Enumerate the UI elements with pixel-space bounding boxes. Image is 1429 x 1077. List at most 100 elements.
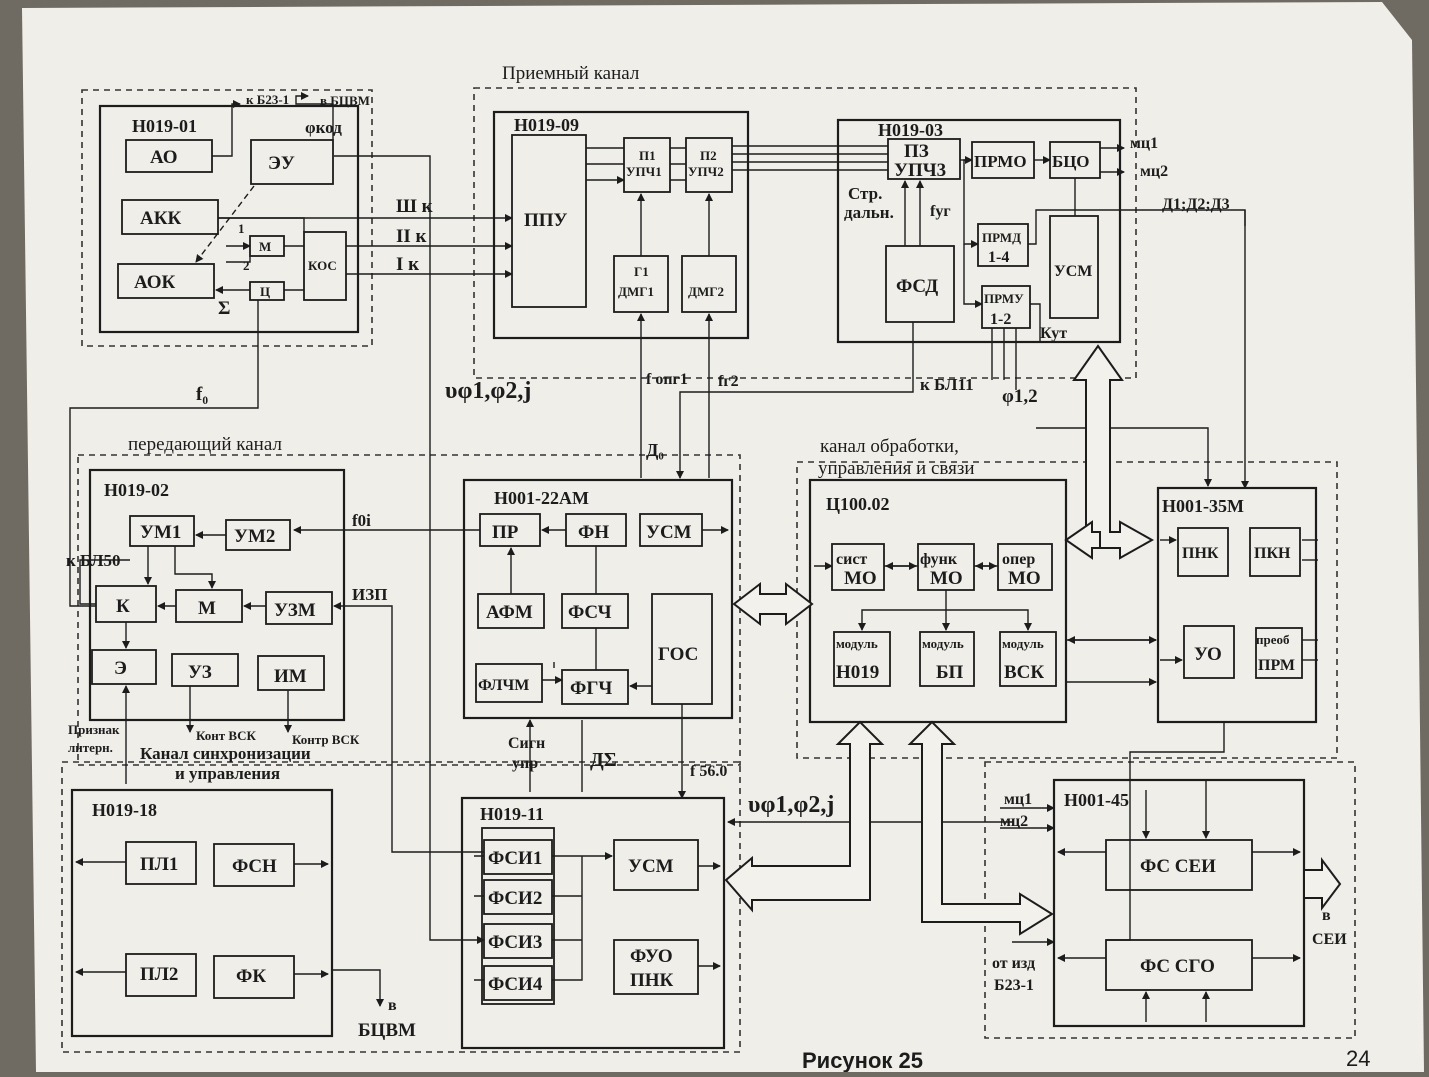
usm-03-box	[1049, 215, 1099, 319]
fug-label: fуг	[930, 203, 951, 220]
block-h019-01: Н019-01 АО ЭУ φкод АКК АОК М Ц КОС 1 2 Σ	[98, 92, 360, 334]
fs-sgo-label: ФС СГО	[1140, 956, 1215, 977]
fsi3-label: ФСИ3	[488, 932, 542, 953]
preob-prm-label-1: преоб	[1256, 632, 1290, 647]
fsi1-label: ФСИ1	[488, 848, 542, 869]
page-number: 24	[1346, 1046, 1370, 1071]
kos-label: КОС	[308, 258, 337, 273]
d-sigma-label: ДΣ	[590, 749, 617, 771]
fs-sgo-box	[1105, 939, 1253, 991]
mc2-label: мц2	[1140, 163, 1168, 180]
d123-label: Д1;Д2;Д3	[1162, 196, 1230, 213]
priznak-label-1: Признак	[68, 722, 120, 737]
fgch-box	[561, 669, 629, 705]
kos-box	[303, 231, 347, 301]
ii-k-label: II к	[396, 226, 427, 247]
pz-box	[887, 138, 961, 180]
im-label: ИМ	[274, 666, 307, 687]
eu-box	[250, 139, 334, 185]
fn-label: ФН	[578, 522, 609, 543]
um1-label: УМ1	[140, 522, 181, 543]
d0-label: Д₀	[646, 440, 664, 460]
sign-upr-label-2: упр	[512, 755, 538, 772]
afm-label: АФМ	[486, 602, 533, 623]
ao-label: АО	[150, 147, 178, 168]
prmu-label-2: 1-2	[990, 311, 1011, 328]
flchm-box	[475, 663, 543, 703]
g1-label-2: ДМГ1	[618, 284, 654, 299]
fs-sei-box	[1105, 839, 1253, 891]
block-h001-35m: Н001-35М ПНК ПКН УО преоб ПРМ	[1156, 486, 1318, 724]
fk-label: ФК	[236, 966, 266, 987]
fsch-box	[561, 593, 629, 629]
h019-18-title: Н019-18	[92, 800, 157, 820]
m-label: М	[259, 239, 271, 254]
p2-label-1: П2	[700, 148, 717, 163]
block-h019-11: Н019-11 ФСИ1 ФСИ2 ФСИ3 ФСИ4 УСМ ФУО ПНК	[460, 796, 726, 1050]
pkn-box	[1249, 527, 1301, 577]
module-vsk-label-2: ВСК	[1004, 662, 1044, 683]
preob-prm-label-2: ПРМ	[1258, 657, 1295, 674]
to-bcvm-top-label: в БЦВМ	[320, 93, 370, 108]
str-label-1: Стр.	[848, 184, 882, 203]
v-bcvm-label-2: БЦВМ	[358, 1020, 416, 1041]
ot-izd-label-1: от изд	[992, 955, 1035, 972]
to-bl11-label: к БЛ11	[920, 375, 974, 394]
h019-03-title: Н019-03	[878, 120, 943, 140]
fsi2-box	[483, 879, 553, 915]
to-b23-label: к Б23-1	[246, 92, 289, 107]
um2-label: УМ2	[234, 526, 275, 547]
uo-label: УО	[1194, 644, 1222, 665]
fsn-box	[213, 843, 295, 887]
v-sei-label-2: СЕИ	[1312, 931, 1347, 948]
c100-02-title: Ц100.02	[826, 494, 890, 514]
fsi1-box	[483, 839, 553, 875]
prmd-label-2: 1-4	[988, 249, 1009, 266]
module-vsk-box	[999, 631, 1057, 687]
fsd-label: ФСД	[896, 276, 938, 297]
fsi2-label: ФСИ2	[488, 888, 542, 909]
bus-c100-to-h001-45	[907, 720, 1054, 936]
priznak-label-2: литерн.	[68, 740, 113, 755]
oper-mo-label-2: МО	[1008, 568, 1041, 589]
usm-22-label: УСМ	[646, 522, 692, 543]
uzm-label: УЗМ	[274, 600, 316, 621]
akk-label: АКК	[140, 208, 181, 229]
uo-box	[1183, 625, 1235, 679]
ot-izd-label-2: Б23-1	[994, 977, 1034, 994]
prmo-label: ПРМО	[974, 152, 1027, 171]
phi12-label: φ1,2	[1002, 386, 1038, 407]
phi-kod-label: φкод	[305, 118, 342, 137]
prmu-label-1: ПРМУ	[984, 291, 1024, 306]
i-k-label: I к	[396, 254, 419, 275]
group-receive-channel	[473, 87, 1137, 379]
phi-lines	[991, 328, 1017, 390]
fgch-label: ФГЧ	[570, 678, 612, 699]
fuo-pnk-label-1: ФУО	[630, 946, 673, 967]
h001-35m-title: Н001-35М	[1162, 496, 1244, 516]
pr-label: ПР	[492, 522, 519, 543]
mc2-bottom-label: мц2	[1000, 813, 1028, 830]
dmg2-label: ДМГ2	[688, 284, 724, 299]
uz-box	[171, 653, 239, 687]
fs-sei-label: ФС СЕИ	[1140, 856, 1216, 877]
funk-mo-label-1: функ	[920, 551, 958, 568]
module-h019-label-1: модуль	[836, 636, 878, 651]
block-h019-02: Н019-02 УМ1 УМ2 К М УЗМ Э УЗ ИМ	[79, 468, 346, 733]
fsi4-box	[483, 965, 553, 1001]
to-bl50-label: к БЛ50	[66, 551, 121, 570]
preob-prm-box	[1255, 627, 1303, 679]
fsi-column	[481, 827, 555, 1005]
h019-09-title: Н019-09	[514, 115, 579, 135]
kut-label: Кут	[1040, 325, 1067, 342]
usm-11-box	[613, 839, 699, 891]
pz-label-2: УПЧ3	[894, 160, 946, 181]
pr-box	[479, 513, 541, 547]
izp-label: ИЗП	[352, 585, 387, 604]
akk-box	[121, 199, 219, 235]
kont-vsk-1-label: Конт ВСК	[196, 728, 256, 743]
bco-label: БЦО	[1052, 152, 1089, 171]
usm-11-label: УСМ	[628, 856, 674, 877]
c-label: Ц	[260, 284, 270, 299]
ifreq-bus	[732, 145, 888, 171]
